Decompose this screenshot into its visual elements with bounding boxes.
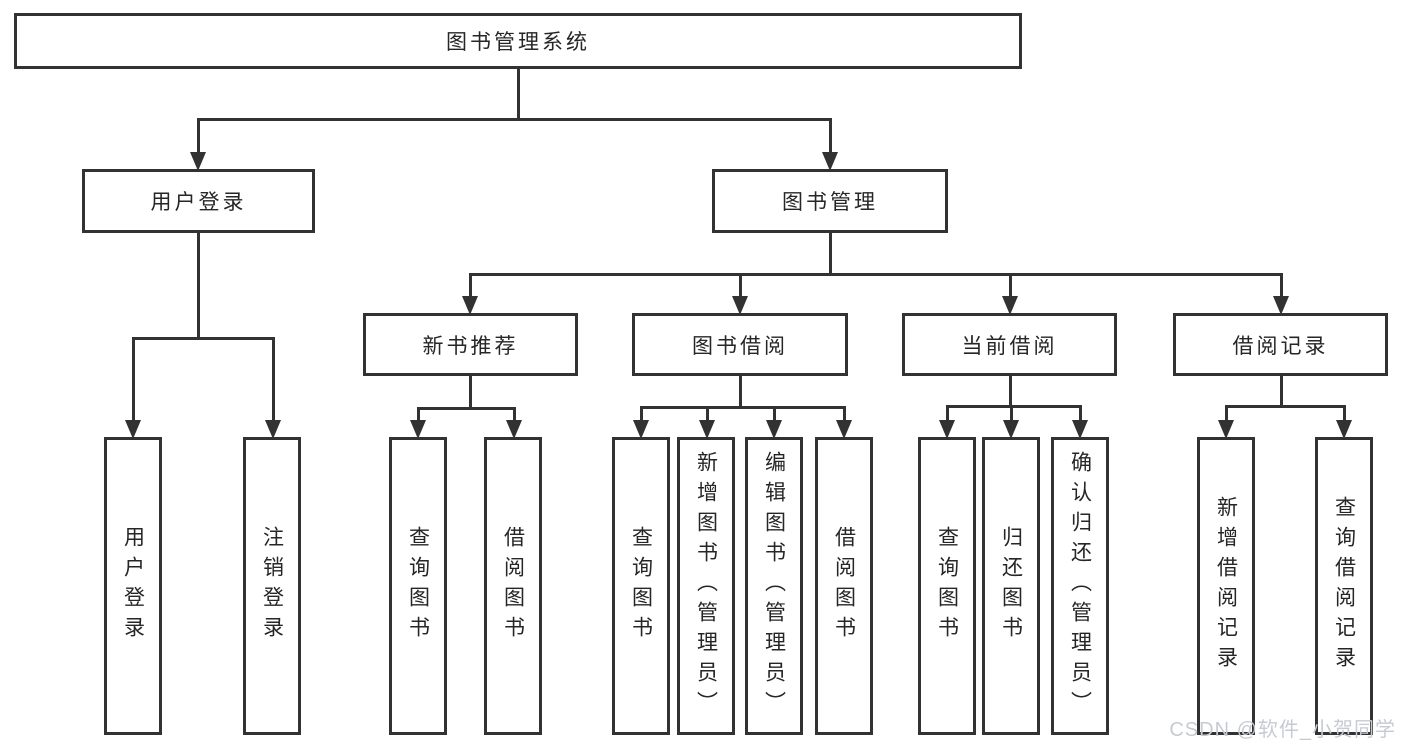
connector-vline bbox=[1008, 376, 1012, 408]
leaf-confirm-return-admin: 确认归还（管理员） bbox=[1051, 437, 1109, 735]
leaf-logout: 注销登录 bbox=[243, 437, 301, 735]
connector-vline bbox=[416, 408, 420, 422]
connector-vline bbox=[828, 233, 832, 276]
connector-vline bbox=[1008, 274, 1012, 298]
arrow-down-icon bbox=[1072, 420, 1088, 439]
connector-vline bbox=[842, 407, 846, 422]
arrow-down-icon bbox=[822, 152, 838, 171]
node-book-management: 图书管理 bbox=[712, 169, 948, 233]
leaf-borrow-books: 借阅图书 bbox=[815, 437, 873, 735]
watermark: CSDN @软件_小贺同学 bbox=[1169, 719, 1396, 741]
leaf-query-books-current: 查询图书 bbox=[918, 437, 976, 735]
leaf-query-books-borrowing: 查询图书 bbox=[612, 437, 670, 735]
leaf-user-login: 用户登录 bbox=[104, 437, 162, 735]
connector-vline bbox=[196, 233, 200, 340]
connector-vline bbox=[516, 69, 520, 121]
connector-vline bbox=[738, 274, 742, 298]
arrow-down-icon bbox=[1273, 296, 1289, 315]
connector-vline bbox=[196, 119, 200, 154]
connector-vline bbox=[1279, 274, 1283, 298]
arrow-down-icon bbox=[1002, 296, 1018, 315]
node-new-book-recommendation: 新书推荐 bbox=[363, 313, 578, 376]
node-borrowing-records: 借阅记录 bbox=[1173, 313, 1388, 376]
connector-vline bbox=[828, 119, 832, 154]
arrow-down-icon bbox=[939, 420, 955, 439]
arrow-down-icon bbox=[1336, 420, 1352, 439]
leaf-query-books-recommendation: 查询图书 bbox=[389, 437, 447, 735]
leaf-borrow-books-recommendation: 借阅图书 bbox=[484, 437, 542, 735]
arrow-down-icon bbox=[506, 420, 522, 439]
arrow-down-icon bbox=[410, 420, 426, 439]
arrow-down-icon bbox=[699, 420, 715, 439]
connector-vline bbox=[1078, 406, 1082, 422]
connector-hline bbox=[196, 117, 832, 121]
connector-hline bbox=[416, 406, 516, 410]
arrow-down-icon bbox=[836, 420, 852, 439]
connector-vline bbox=[468, 376, 472, 410]
connector-vline bbox=[271, 338, 275, 422]
connector-vline bbox=[512, 408, 516, 422]
arrow-down-icon bbox=[190, 152, 206, 171]
arrow-down-icon bbox=[766, 420, 782, 439]
arrow-down-icon bbox=[1218, 420, 1234, 439]
arrow-down-icon bbox=[732, 296, 748, 315]
connector-vline bbox=[1009, 406, 1013, 422]
node-book-borrowing: 图书借阅 bbox=[632, 313, 848, 376]
connector-vline bbox=[705, 407, 709, 422]
connector-vline bbox=[639, 407, 643, 422]
arrow-down-icon bbox=[633, 420, 649, 439]
leaf-add-books-admin: 新增图书（管理员） bbox=[677, 437, 735, 735]
connector-vline bbox=[468, 274, 472, 298]
node-current-borrowing: 当前借阅 bbox=[902, 313, 1117, 376]
connector-vline bbox=[738, 376, 742, 409]
node-user-login: 用户登录 bbox=[82, 169, 315, 233]
arrow-down-icon bbox=[462, 296, 478, 315]
leaf-edit-books-admin: 编辑图书（管理员） bbox=[745, 437, 803, 735]
connector-vline bbox=[131, 338, 135, 422]
connector-vline bbox=[772, 407, 776, 422]
leaf-add-borrow-record: 新增借阅记录 bbox=[1197, 437, 1255, 735]
leaf-return-books: 归还图书 bbox=[982, 437, 1040, 735]
arrow-down-icon bbox=[265, 420, 281, 439]
connector-hline bbox=[639, 405, 846, 409]
node-library-management-system: 图书管理系统 bbox=[14, 13, 1022, 69]
connector-vline bbox=[1224, 406, 1228, 422]
arrow-down-icon bbox=[125, 420, 141, 439]
connector-hline bbox=[1224, 404, 1346, 408]
arrow-down-icon bbox=[1003, 420, 1019, 439]
leaf-query-borrow-record: 查询借阅记录 bbox=[1315, 437, 1373, 735]
connector-hline bbox=[131, 336, 275, 340]
connector-hline bbox=[468, 272, 1283, 276]
connector-vline bbox=[945, 406, 949, 422]
connector-vline bbox=[1342, 406, 1346, 422]
connector-vline bbox=[1279, 376, 1283, 408]
connector-hline bbox=[945, 404, 1082, 408]
